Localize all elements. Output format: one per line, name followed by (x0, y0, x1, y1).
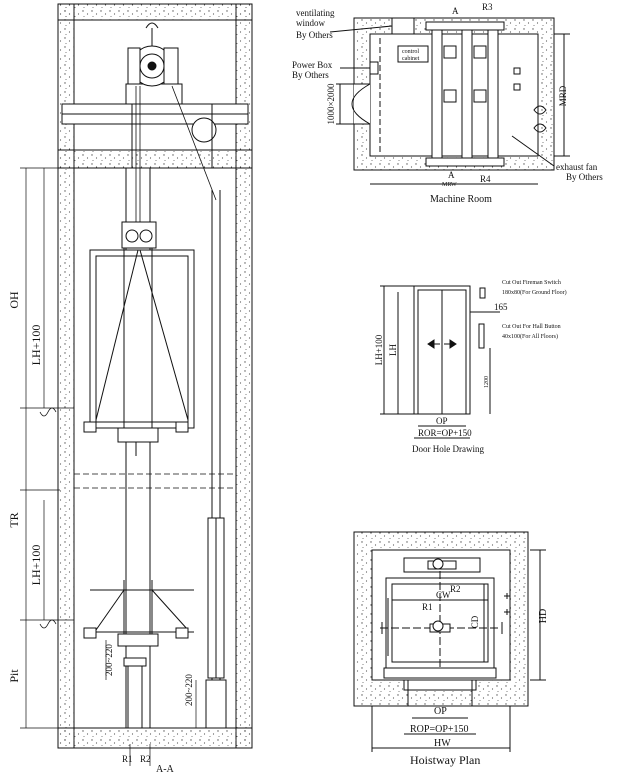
plan-label-rop: ROP=OP+150 (410, 724, 469, 735)
label-r3: R3 (482, 2, 493, 12)
label-lh: LH (388, 344, 398, 356)
plan-label-r2: R2 (450, 584, 461, 594)
plan-label-hw: HW (434, 738, 451, 749)
label-r4: R4 (480, 174, 491, 184)
hall-button-cutout (478, 323, 485, 349)
control-label-1: control (402, 49, 419, 55)
door-hole-view (380, 285, 500, 439)
label-mrd: MRD (558, 85, 568, 106)
vent-label-3: By Others (296, 30, 333, 40)
label-a-a: A-A (156, 764, 175, 775)
machine-room-labels: ventilating window By Others R3 A contro… (292, 2, 603, 205)
machine-room-view (329, 17, 570, 185)
door-size-label: 1000×2000 (326, 83, 336, 125)
label-a-top: A (452, 6, 459, 16)
power-label-2: By Others (292, 70, 329, 80)
dim-165: 165 (494, 302, 508, 312)
label-op-door: OP (436, 416, 448, 426)
label-oh: OH (7, 291, 21, 309)
vent-label-2: window (296, 18, 326, 28)
label-mrw: MRW (442, 182, 457, 188)
control-label-2: cabinet (402, 56, 420, 62)
hoist-ropes (135, 85, 217, 230)
hoistway-title: Hoistway Plan (410, 753, 480, 767)
door-hole-title: Door Hole Drawing (412, 444, 484, 454)
plan-label-r1: R1 (422, 602, 433, 612)
hoistway-plan-labels: R2 CW R1 CD HD OP ROP=OP+150 HW Hoistway… (410, 584, 549, 767)
label-lh-lower: LH+100 (29, 545, 43, 586)
car-buffer (123, 657, 147, 729)
fireman-label-2: 180x80(For Ground Floor) (502, 289, 567, 296)
exhaust-label-1: exhaust fan (556, 162, 598, 172)
power-label-1: Power Box (292, 60, 333, 70)
section-dimensions (20, 167, 197, 766)
label-r1: R1 (122, 754, 133, 764)
label-lh-upper: LH+100 (29, 325, 43, 366)
label-gap-cwt: 200~220 (184, 674, 194, 706)
exhaust-label-2: By Others (566, 172, 603, 182)
label-pit: Pit (7, 669, 21, 683)
fireman-label-1: Cut Out Fireman Switch (502, 280, 561, 286)
label-r2: R2 (140, 754, 151, 764)
vent-label-1: ventilating (296, 8, 335, 18)
machine-room-title: Machine Room (430, 194, 492, 205)
plan-label-cd: CD (470, 615, 480, 628)
section-view (20, 3, 253, 766)
counterweight (205, 517, 227, 729)
plan-label-hd: HD (538, 609, 549, 623)
door-hole-labels: Cut Out Fireman Switch 180x80(For Ground… (374, 280, 567, 454)
label-gap-car: 200~220 (104, 644, 114, 676)
car-upper (83, 221, 195, 456)
label-ror: ROR=OP+150 (418, 428, 472, 438)
section-labels: OH LH+100 TR LH+100 Pit 200~220 200~220 … (7, 291, 194, 775)
landing-lines (20, 167, 236, 629)
control-cabinet (397, 45, 429, 63)
hoistway-plan-view (353, 531, 546, 752)
car-lower (83, 580, 194, 647)
hall-label-1: Cut Out For Hall Button (502, 324, 561, 330)
power-box (369, 61, 379, 75)
dim-1200: 1200 (484, 376, 490, 388)
label-a-bottom: A (448, 170, 455, 180)
hall-label-2: 40x100(For All Floors) (502, 333, 558, 340)
plan-label-op: OP (434, 706, 447, 717)
exhaust-fan (533, 105, 547, 133)
label-lh-plus-100: LH+100 (374, 334, 384, 365)
room-door (336, 83, 371, 125)
plan-label-cw: CW (436, 590, 451, 600)
label-tr: TR (7, 512, 21, 527)
fireman-switch-cutout (479, 287, 486, 299)
